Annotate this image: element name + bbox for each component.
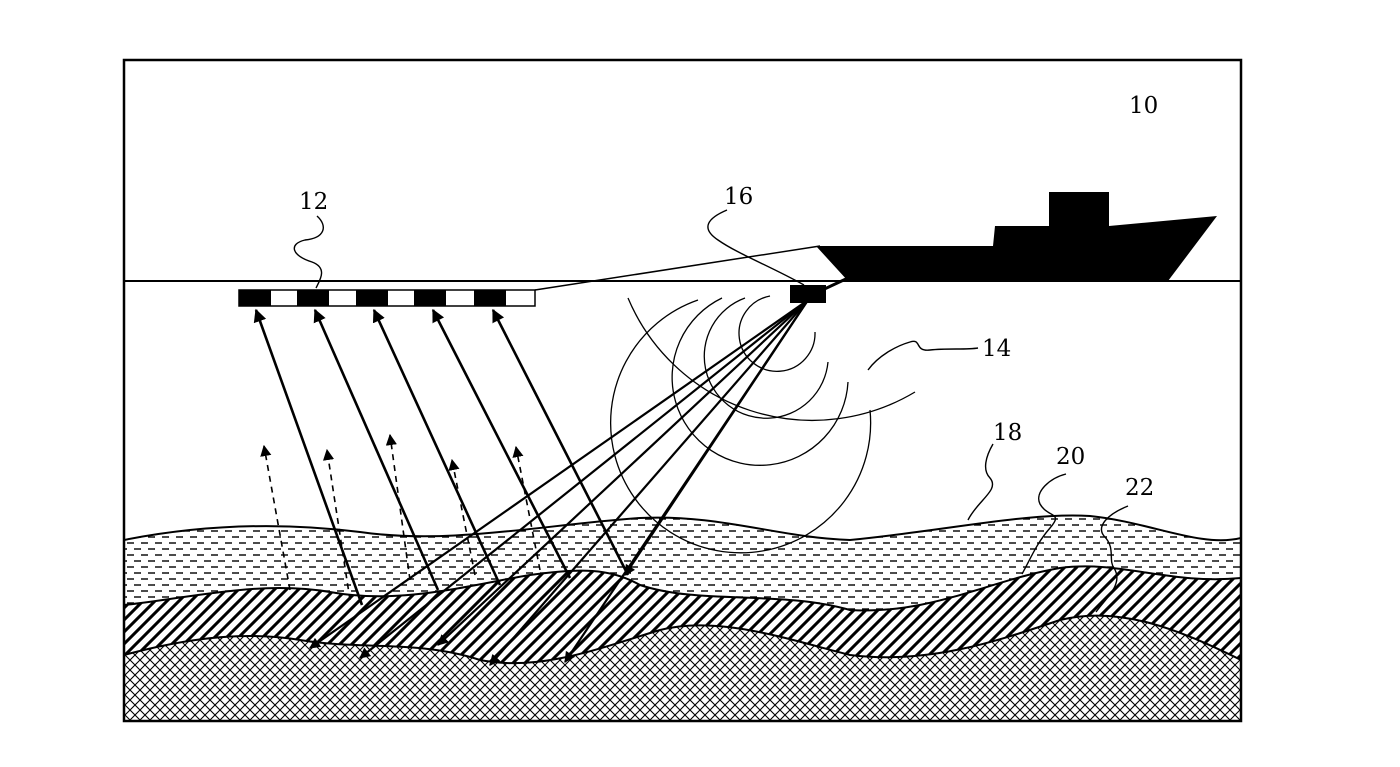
leader-18 — [968, 444, 993, 520]
leader-14 — [868, 341, 978, 370]
label-22: 22 — [1125, 475, 1154, 501]
leader-16 — [708, 210, 804, 285]
label-14: 14 — [982, 336, 1011, 362]
label-20: 20 — [1056, 444, 1085, 470]
wavefronts — [611, 296, 915, 553]
receiver — [414, 290, 446, 306]
label-16: 16 — [724, 184, 753, 210]
receiver — [297, 290, 329, 306]
receiver — [356, 290, 388, 306]
leader-12 — [294, 216, 323, 288]
subsurface-layers — [124, 515, 1241, 721]
survey-vessel — [816, 192, 1217, 281]
wavefront-arc-5 — [628, 298, 915, 420]
label-12: 12 — [299, 189, 328, 215]
streamer-cable — [239, 290, 535, 306]
wavefront-arc-3 — [672, 298, 848, 465]
receiver — [474, 290, 506, 306]
label-10: 10 — [1129, 93, 1158, 119]
wavefront-arc-2 — [704, 298, 828, 418]
label-18: 18 — [993, 420, 1022, 446]
streamer-tow-line — [535, 246, 820, 290]
receiver — [239, 290, 271, 306]
